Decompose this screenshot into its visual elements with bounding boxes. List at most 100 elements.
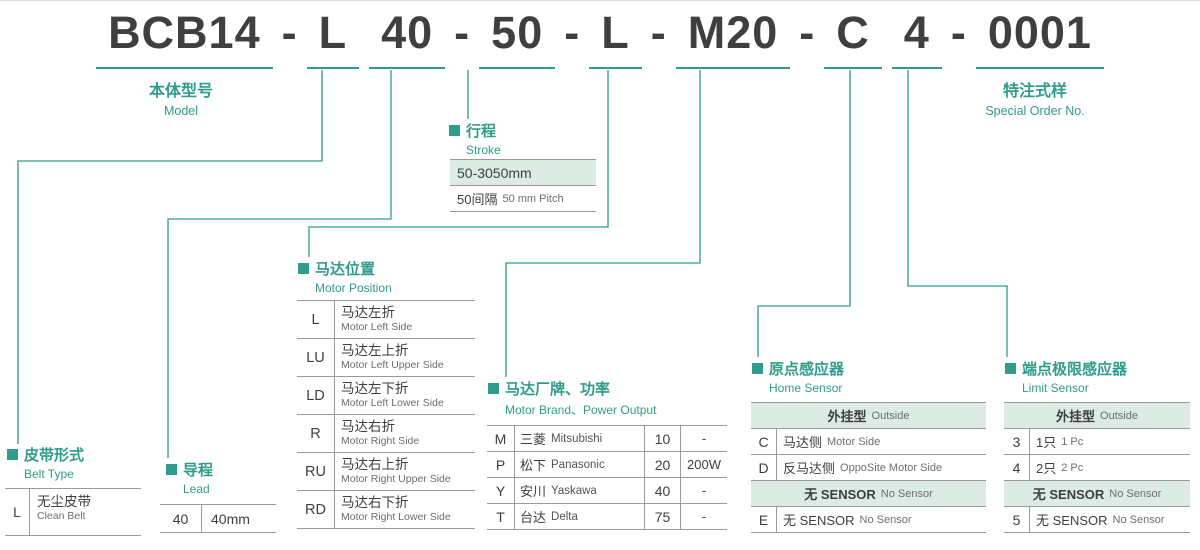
code-separator: -: [454, 7, 471, 58]
stroke-pitch-zh: 50间隔: [457, 192, 498, 207]
motor-position-table: L 马达左折 Motor Left Side LU 马达左上折 Motor Le…: [297, 300, 475, 529]
description-cell: 马达左折 Motor Left Side: [335, 301, 412, 338]
brand-zh: 安川: [520, 484, 547, 499]
code-cell: 5: [1004, 507, 1030, 532]
code-cell: 4: [1004, 455, 1030, 480]
code-cell: E: [751, 507, 777, 532]
table-row: RD 马达右下折 Motor Right Lower Side: [297, 490, 475, 528]
special-order-section-header: 特注式样 Special Order No.: [960, 77, 1110, 118]
power-code-cell: 10: [645, 426, 681, 451]
code-lead: 40: [369, 3, 446, 70]
brand-cell: 三菱 Mitsubishi: [515, 426, 645, 451]
section-bullet-icon: [488, 383, 499, 394]
description-zh: 马达右上折: [341, 457, 409, 472]
group-header-row: 无 SENSOR No Sensor: [1004, 480, 1190, 506]
brand-en: Delta: [551, 510, 578, 523]
description-cell: 无尘皮带 Clean Belt: [30, 489, 91, 535]
description-zh: 马达侧: [783, 435, 823, 450]
stroke-range-row: 50-3050mm: [450, 159, 596, 185]
lead-title-zh: 导程: [166, 459, 213, 480]
motor-position-title-en: Motor Position: [315, 281, 392, 295]
group-zh: 外挂型: [827, 409, 867, 424]
table-row: LD 马达左下折 Motor Left Lower Side: [297, 376, 475, 414]
group-en: No Sensor: [1109, 487, 1162, 500]
stroke-title-zh-text: 行程: [466, 123, 497, 140]
group-en: No Sensor: [880, 487, 933, 500]
code-cell: RD: [297, 491, 335, 528]
description-en: Motor Left Upper Side: [341, 358, 444, 371]
home-sensor-title-zh-text: 原点感应器: [769, 361, 845, 378]
special-order-title-zh: 特注式样: [1002, 83, 1067, 100]
motor-position-section-header: 马达位置 Motor Position: [298, 258, 392, 295]
description-cell: 马达右上折 Motor Right Upper Side: [335, 453, 451, 490]
code-cell: M: [487, 426, 515, 451]
motor-brand-title-zh: 马达厂牌、功率: [488, 378, 656, 399]
code-cell: D: [751, 455, 777, 480]
description-cell: 1只 1 Pc: [1030, 429, 1190, 454]
limit-sensor-section-header: 端点极限感应器 Limit Sensor: [1005, 358, 1127, 395]
limit-sensor-title-en: Limit Sensor: [1022, 381, 1089, 395]
limit-sensor-table: 外挂型 Outside 3 1只 1 Pc 4 2只 2 Pc 无 SENSOR…: [1004, 402, 1190, 533]
code-cell: Y: [487, 478, 515, 503]
table-row: D 反马达侧 OppoSite Motor Side: [751, 454, 986, 480]
belt-type-title-zh: 皮带形式: [7, 444, 84, 465]
section-bullet-icon: [7, 449, 18, 460]
motor-position-title-zh-text: 马达位置: [315, 261, 376, 278]
motor-position-title-zh: 马达位置: [298, 258, 392, 279]
group-zh: 无 SENSOR: [804, 487, 876, 502]
description-zh: 马达左折: [341, 305, 395, 320]
lead-title-en: Lead: [183, 482, 210, 496]
description-zh: 马达右折: [341, 419, 395, 434]
code-separator: -: [799, 7, 816, 58]
home-sensor-title-zh: 原点感应器: [752, 358, 844, 379]
section-bullet-icon: [166, 464, 177, 475]
brand-zh: 三菱: [520, 432, 547, 447]
description-en: Motor Right Lower Side: [341, 510, 451, 523]
brand-cell: 安川 Yaskawa: [515, 478, 645, 503]
group-header-row: 外挂型 Outside: [751, 402, 986, 428]
section-bullet-icon: [1005, 363, 1016, 374]
group-zh: 外挂型: [1056, 409, 1096, 424]
belt-type-title-en: Belt Type: [24, 467, 74, 481]
description-zh: 无 SENSOR: [783, 513, 855, 528]
description-en: Motor Right Side: [341, 434, 420, 447]
description-cell: 马达右下折 Motor Right Lower Side: [335, 491, 451, 528]
code-cell: LD: [297, 377, 335, 414]
model-title-zh: 本体型号: [148, 83, 213, 100]
table-row: 3 1只 1 Pc: [1004, 428, 1190, 454]
code-cell: R: [297, 415, 335, 452]
code-motor-position: L: [589, 3, 642, 70]
brand-en: Panasonic: [551, 458, 605, 471]
motor-brand-title-en: Motor Brand、Power Output: [505, 403, 657, 417]
group-header-row: 外挂型 Outside: [1004, 402, 1190, 428]
table-row: 5 无 SENSOR No Sensor: [1004, 506, 1190, 532]
motor-brand-title-zh-text: 马达厂牌、功率: [505, 381, 611, 398]
description-cell: 马达左上折 Motor Left Upper Side: [335, 339, 444, 376]
code-cell: LU: [297, 339, 335, 376]
section-bullet-icon: [752, 363, 763, 374]
group-en: Outside: [1100, 409, 1138, 422]
connector-belt-type: [17, 70, 323, 444]
special-order-title-en: Special Order No.: [985, 104, 1085, 118]
model-title-en: Model: [163, 104, 199, 118]
lead-table: 40 40mm: [160, 504, 276, 533]
brand-en: Mitsubishi: [551, 432, 603, 445]
group-en: Outside: [871, 409, 910, 422]
stroke-pitch-en: 50 mm Pitch: [502, 192, 564, 205]
stroke-range-value: 50-3050mm: [457, 164, 532, 181]
description-cell: 马达右折 Motor Right Side: [335, 415, 419, 452]
table-row: RU 马达右上折 Motor Right Upper Side: [297, 452, 475, 490]
code-home-sensor: C: [824, 3, 882, 70]
code-model-series: BCB14: [96, 3, 273, 70]
description-zh: 马达左上折: [341, 343, 409, 358]
description-en: 2 Pc: [1061, 461, 1084, 474]
power-cell: 200W: [687, 457, 721, 472]
model-section-header: 本体型号 Model: [106, 77, 256, 118]
code-separator: -: [281, 7, 298, 58]
brand-cell: 台达 Delta: [515, 504, 645, 529]
code-belt-type: L: [306, 3, 360, 70]
description-en: Motor Left Lower Side: [341, 396, 444, 409]
limit-sensor-title-zh: 端点极限感应器: [1005, 358, 1127, 379]
description-zh: 2只: [1036, 461, 1057, 476]
